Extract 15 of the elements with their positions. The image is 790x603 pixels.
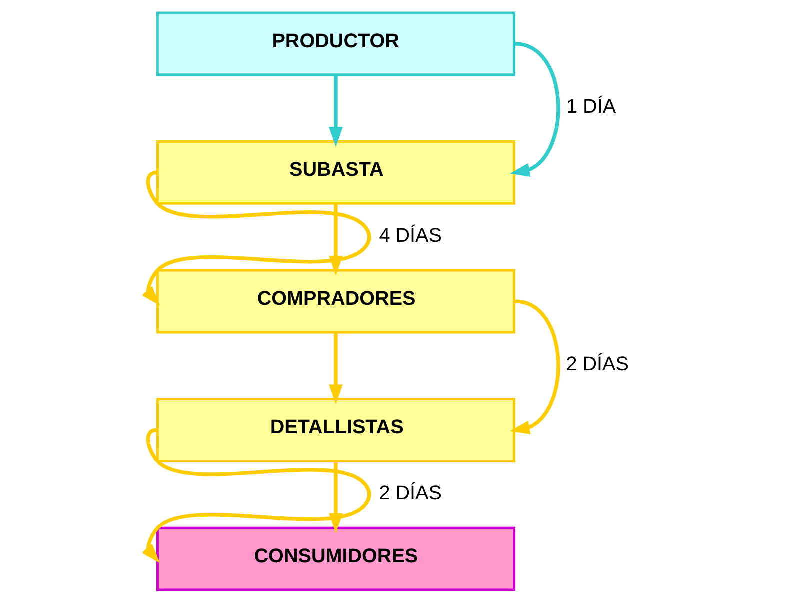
arrow (142, 170, 371, 306)
arrow (328, 332, 342, 404)
arrow (142, 428, 371, 564)
arrow (509, 42, 560, 178)
node-box: DETALLISTAS (156, 398, 516, 462)
arrow (509, 300, 560, 435)
edge-label: 2 DÍAS (566, 354, 628, 376)
node-box: SUBASTA (156, 140, 516, 205)
node-box: COMPRADORES (156, 269, 516, 334)
arrow (328, 75, 342, 147)
node-box: PRODUCTOR (156, 12, 516, 76)
node-box: CONSUMIDORES (156, 526, 516, 592)
edge-label: 4 DÍAS (378, 224, 442, 247)
edge-label: 1 DÍA (566, 96, 614, 118)
edge-label: 2 DÍAS (378, 482, 442, 504)
